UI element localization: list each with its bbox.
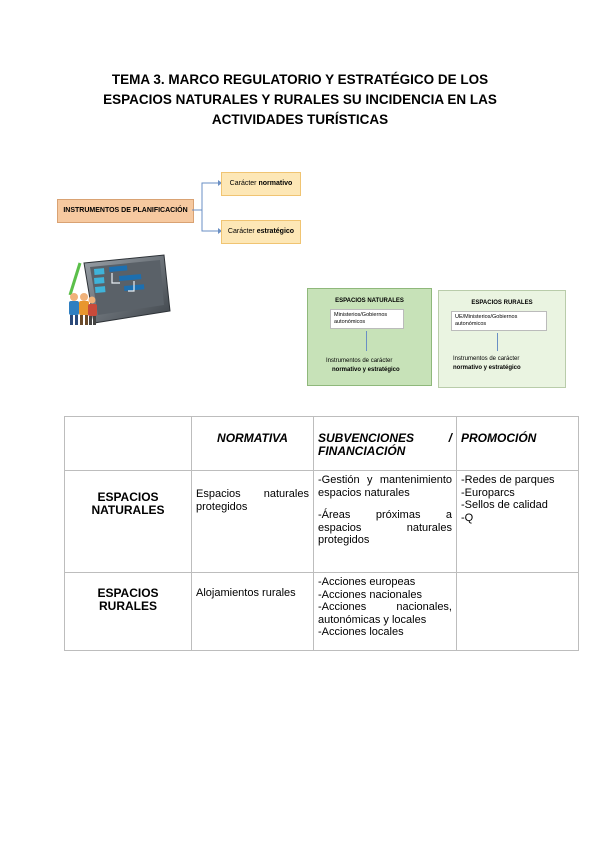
planning-board-icon (68, 254, 171, 325)
page-title: TEMA 3. MARCO REGULATORIO Y ESTRATÉGICO … (60, 70, 540, 130)
promo-natural-3: -Sellos de calidad (461, 499, 548, 511)
subv-rural-2: -Acciones nacionales (318, 588, 422, 601)
natural-spaces-title: ESPACIOS NATURALES (335, 298, 404, 304)
subv-natural-2: -Áreas próximas a espacios naturales pro… (318, 509, 452, 546)
natural-instruments-line-2: normativo y estratégico (332, 367, 400, 373)
header-subvenciones: SUBVENCIONES / FINANCIACIÓN (313, 416, 457, 471)
rural-instruments-line-1: Instrumentos de carácter (453, 356, 520, 362)
rural-spaces-instruments: Instrumentos de carácter normativo y est… (453, 355, 548, 373)
rural-instruments-line-2: normativo y estratégico (453, 365, 521, 371)
down-arrow-icon (497, 333, 498, 351)
row-head-natural-2: NATURALES (91, 502, 165, 517)
title-line-3: ACTIVIDADES TURÍSTICAS (211, 112, 389, 127)
title-line-2: ESPACIOS NATURALES Y RURALES SU INCIDENC… (103, 92, 497, 107)
natural-instruments-line-1: Instrumentos de carácter (326, 358, 393, 364)
natural-spaces-authorities: Ministerios/Gobiernos autonómicos (330, 309, 404, 329)
rural-spaces-authorities: UE/Ministerios/Gobiernos autonómicos (451, 311, 547, 331)
natural-spaces-instruments: Instrumentos de carácter normativo y est… (326, 357, 421, 375)
table-corner-cell (64, 416, 192, 471)
promo-natural-2: -Europarcs (461, 486, 515, 499)
cell-subv-rural: -Acciones europeas -Acciones nacionales … (313, 572, 457, 651)
table-row: ESPACIOS RURALES Alojamientos rurales -A… (64, 572, 579, 651)
table-row: ESPACIOS NATURALES Espacios naturales pr… (64, 470, 579, 573)
cell-normativa-natural: Espacios naturales protegidos (191, 470, 314, 573)
header-financiacion: FINANCIACIÓN (318, 443, 406, 458)
subv-rural-1: -Acciones europeas (318, 576, 416, 588)
down-arrow-icon (366, 331, 367, 351)
header-subvenciones-slash: / (448, 431, 452, 445)
row-head-natural-1: ESPACIOS (97, 490, 159, 504)
rural-spaces-title: ESPACIOS RURALES (471, 300, 533, 306)
promo-natural-1: -Redes de parques (461, 474, 555, 486)
natural-spaces-panel: ESPACIOS NATURALES Ministerios/Gobiernos… (307, 288, 432, 386)
normative-character-box: Carácter normativo (221, 172, 301, 196)
strategic-character-box: Carácter estratégico (221, 220, 301, 244)
row-head-rural-1: ESPACIOS (97, 586, 159, 600)
promo-natural-4: -Q (461, 511, 474, 524)
rural-spaces-panel: ESPACIOS RURALES UE/Ministerios/Gobierno… (438, 290, 566, 388)
strategic-label: estratégico (256, 228, 295, 235)
row-head-rural-2: RURALES (98, 598, 157, 613)
normative-prefix: Carácter (229, 180, 259, 187)
header-promocion: PROMOCIÓN (456, 416, 579, 471)
header-normativa: NORMATIVA (191, 416, 314, 471)
branch-connectors (192, 180, 222, 234)
cell-subv-natural: -Gestión y mantenimiento espacios natura… (313, 470, 457, 573)
subv-natural-1: -Gestión y mantenimiento espacios natura… (318, 474, 452, 499)
cell-normativa-rural: Alojamientos rurales (191, 572, 314, 651)
cell-promo-natural: -Redes de parques -Europarcs -Sellos de … (456, 470, 579, 573)
row-head-natural: ESPACIOS NATURALES (64, 470, 192, 573)
row-head-rural: ESPACIOS RURALES (64, 572, 192, 651)
planning-instruments-box: INSTRUMENTOS DE PLANIFICACIÓN (57, 199, 194, 223)
subv-rural-3: -Acciones nacionales, autonómicas y loca… (318, 601, 452, 626)
strategic-prefix: Carácter (227, 228, 257, 235)
subv-rural-4: -Acciones locales (318, 626, 404, 638)
cell-promo-rural (456, 572, 579, 651)
regulation-matrix-table: NORMATIVA SUBVENCIONES / FINANCIACIÓN PR… (64, 416, 579, 651)
table-header-row: NORMATIVA SUBVENCIONES / FINANCIACIÓN PR… (64, 416, 579, 471)
normative-label: normativo (258, 180, 293, 187)
title-line-1: TEMA 3. MARCO REGULATORIO Y ESTRATÉGICO … (111, 72, 489, 87)
header-subvenciones-a: SUBVENCIONES (318, 431, 415, 445)
